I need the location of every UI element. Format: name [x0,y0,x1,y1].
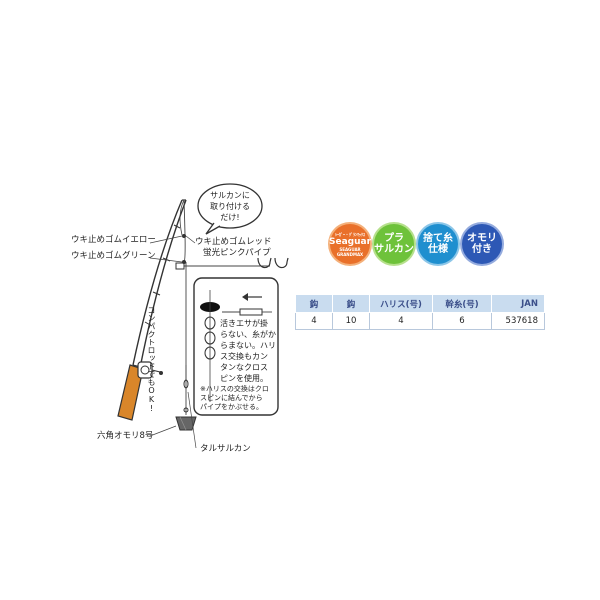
box-line: ス交換もカン [220,352,268,361]
float-icon [200,290,220,402]
box-line: らない、糸がか [220,330,276,339]
badge-line: プラ [384,233,404,244]
badge-small-text: SEAGUAR GRANDMAX [336,246,364,257]
note-line: ※ハリスの交換はクロ [200,385,269,393]
reel-icon [137,361,163,379]
note-line: スピンに結んでから [200,394,263,402]
detail-box-text: 活きエサが掛 らない、糸がか らまない。ハリ ス交換もカン タンなクロス ピンを… [220,318,276,384]
cell-hook-size: 4 [295,312,333,330]
uki-stopper-yellow-label: ウキ止めゴムイエロー [71,235,156,245]
badge-main-text: Seaguar [328,236,372,247]
cell-harisu: 4 [369,312,433,330]
cell-hook-count: 10 [332,312,370,330]
plus-sarukan-badge: プラ サルカン [374,224,414,264]
swivel-icon [183,365,189,389]
col-header-harisu: ハリス(号) [369,294,433,313]
badge-small-text: ｼｰｶﾞｰ・ｸﾞﾗﾝﾏｯｸｽ [335,231,365,237]
swivel-label: タルサルカン [200,444,251,454]
sinker-label: 六角オモリ8号 [97,431,154,441]
badge-line: 捨て糸 [423,233,453,244]
col-header-jan: JAN [491,294,545,313]
badge-line: オモリ [467,233,497,244]
bubble-line: 取り付ける [210,202,250,211]
badge-line: 付き [472,244,492,255]
fishing-rod-icon [117,199,187,421]
sutei-shikake-badge: 捨て糸 仕様 [418,224,458,264]
bubble-line: サルカンに [210,191,250,200]
uki-stopper-red-label: ウキ止めゴムレッド [195,237,272,247]
spec-table: 鈎 鈎 ハリス(号) 幹糸(号) JAN 4 10 4 6 537618 [295,294,545,330]
bubble-line: だけ! [220,213,240,222]
harisu-note: ※ハリスの交換はクロ スピンに結んでから パイプをかぶせる。 [200,385,269,412]
box-line: タンなクロス [220,363,268,372]
badge-line: サルカン [374,244,414,255]
bubble-text: サルカンに 取り付ける だけ! [205,190,255,223]
pink-pipe-label: 蛍光ピンクパイプ [203,248,271,258]
note-line: パイプをかぶせる。 [200,403,263,411]
sinker-icon [175,407,197,431]
table-header-row: 鈎 鈎 ハリス(号) 幹糸(号) JAN [295,294,545,313]
box-line: 活きエサが掛 [220,319,268,328]
table-row: 4 10 4 6 537618 [295,312,545,330]
badge-line: 仕様 [428,244,448,255]
seaguar-badge: ｼｰｶﾞｰ・ｸﾞﾗﾝﾏｯｸｽ Seaguar SEAGUAR GRANDMAX [328,224,372,264]
cell-mikiito: 6 [432,312,492,330]
col-header-mikiito: 幹糸(号) [432,294,492,313]
hook-icon [257,257,289,269]
speech-bubble [197,183,263,235]
arrow-left-icon [242,293,262,301]
uki-stopper-green-label: ウキ止めゴムグリーン [71,251,156,261]
col-header-hook-count: 鈎 [332,294,370,313]
col-header-hook-size: 鈎 [295,294,333,313]
omori-tsuki-badge: オモリ 付き [462,224,502,264]
box-line: らまない。ハリ [220,341,276,350]
compact-rod-note: コンパクトロッドでもOK! [147,306,156,413]
box-line: ピンを使用。 [220,374,268,383]
cell-jan: 537618 [491,312,545,330]
